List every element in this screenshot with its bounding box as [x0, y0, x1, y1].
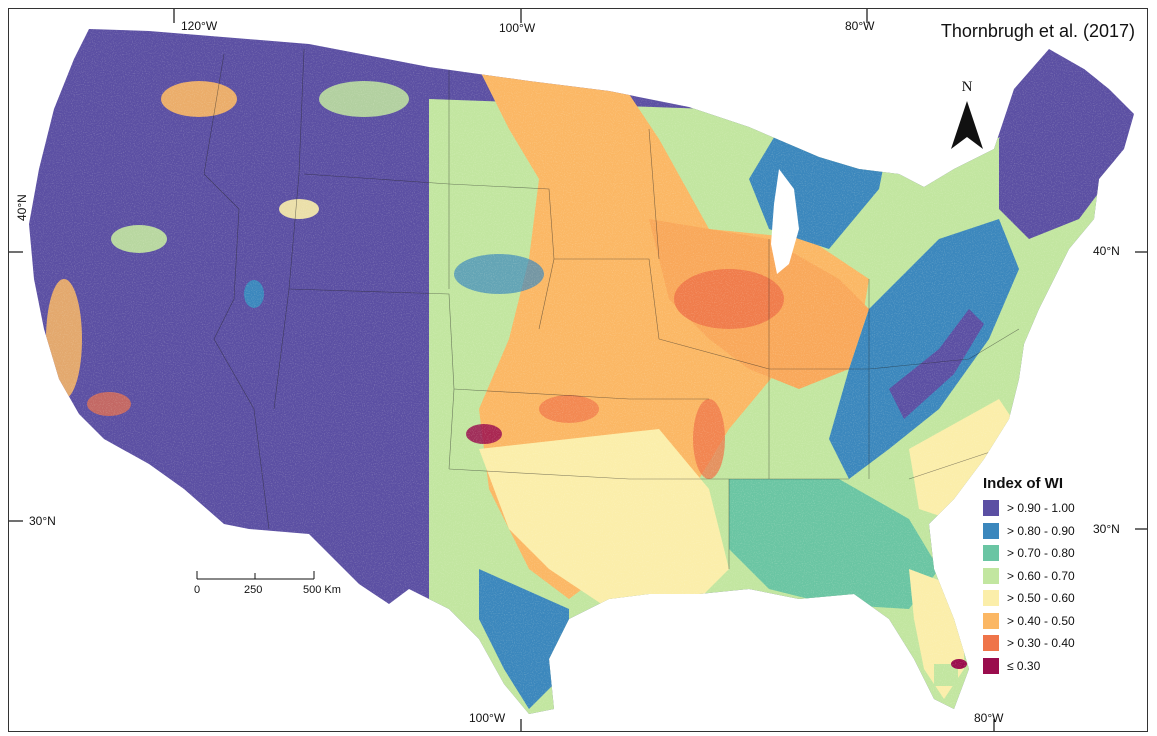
legend-row: > 0.70 - 0.80 — [983, 542, 1147, 565]
legend-label: > 0.70 - 0.80 — [1007, 546, 1075, 561]
top-coord-80w: 80°W — [845, 19, 875, 33]
legend-swatch — [983, 522, 999, 539]
legend-swatch — [983, 590, 999, 607]
map-frame: 120°W 100°W 80°W 100°W 80°W 40°N 30°N 40… — [8, 8, 1148, 732]
bottom-coord-100w: 100°W — [469, 711, 506, 725]
legend-row: > 0.40 - 0.50 — [983, 610, 1147, 633]
legend-label: > 0.50 - 0.60 — [1007, 591, 1075, 606]
legend-swatch — [983, 612, 999, 629]
left-coord-40n: 40°N — [15, 194, 29, 221]
scale-bar: 0 250 500 Km — [189, 569, 359, 609]
legend-label: > 0.40 - 0.50 — [1007, 613, 1075, 628]
state-boundaries — [203, 48, 1020, 569]
north-letter: N — [961, 79, 973, 95]
legend-row: > 0.50 - 0.60 — [983, 587, 1147, 610]
citation-label: Thornbrugh et al. (2017) — [940, 21, 1135, 41]
legend-swatch — [983, 545, 999, 562]
legend-row: > 0.60 - 0.70 — [983, 565, 1147, 588]
right-coord-30n: 30°N — [1093, 522, 1120, 536]
bottom-coord-80w: 80°W — [974, 711, 1004, 725]
legend-rows: > 0.90 - 1.00 > 0.80 - 0.90 > 0.70 - 0.8… — [983, 497, 1147, 678]
legend-swatch — [983, 657, 999, 674]
legend-title: Index of WI — [983, 475, 1063, 492]
map-canvas — [9, 9, 1147, 731]
right-coord-40n: 40°N — [1093, 244, 1120, 258]
top-coord-100w: 100°W — [499, 21, 536, 35]
left-coord-30n: 30°N — [29, 514, 56, 528]
legend: Index of WI > 0.90 - 1.00 > 0.80 - 0.90 … — [983, 475, 1147, 678]
legend-label: > 0.90 - 1.00 — [1007, 501, 1075, 516]
legend-label: ≤ 0.30 — [1007, 658, 1041, 673]
scale-label-0: 0 — [194, 584, 201, 596]
north-arrow: N — [947, 79, 987, 159]
scale-bar-line — [196, 571, 315, 580]
legend-label: > 0.60 - 0.70 — [1007, 568, 1075, 583]
top-coord-120w: 120°W — [181, 19, 218, 33]
legend-swatch — [983, 500, 999, 517]
legend-swatch — [983, 567, 999, 584]
legend-label: > 0.80 - 0.90 — [1007, 523, 1075, 538]
legend-row: > 0.90 - 1.00 — [983, 497, 1147, 520]
legend-row: > 0.80 - 0.90 — [983, 520, 1147, 543]
legend-row: ≤ 0.30 — [983, 655, 1147, 678]
north-arrow-icon — [951, 101, 983, 149]
legend-label: > 0.30 - 0.40 — [1007, 636, 1075, 651]
legend-row: > 0.30 - 0.40 — [983, 632, 1147, 655]
legend-swatch — [983, 635, 999, 652]
scale-label-500: 500 Km — [303, 584, 341, 596]
scale-label-250: 250 — [244, 584, 263, 596]
graticule-ticks — [9, 9, 1147, 731]
